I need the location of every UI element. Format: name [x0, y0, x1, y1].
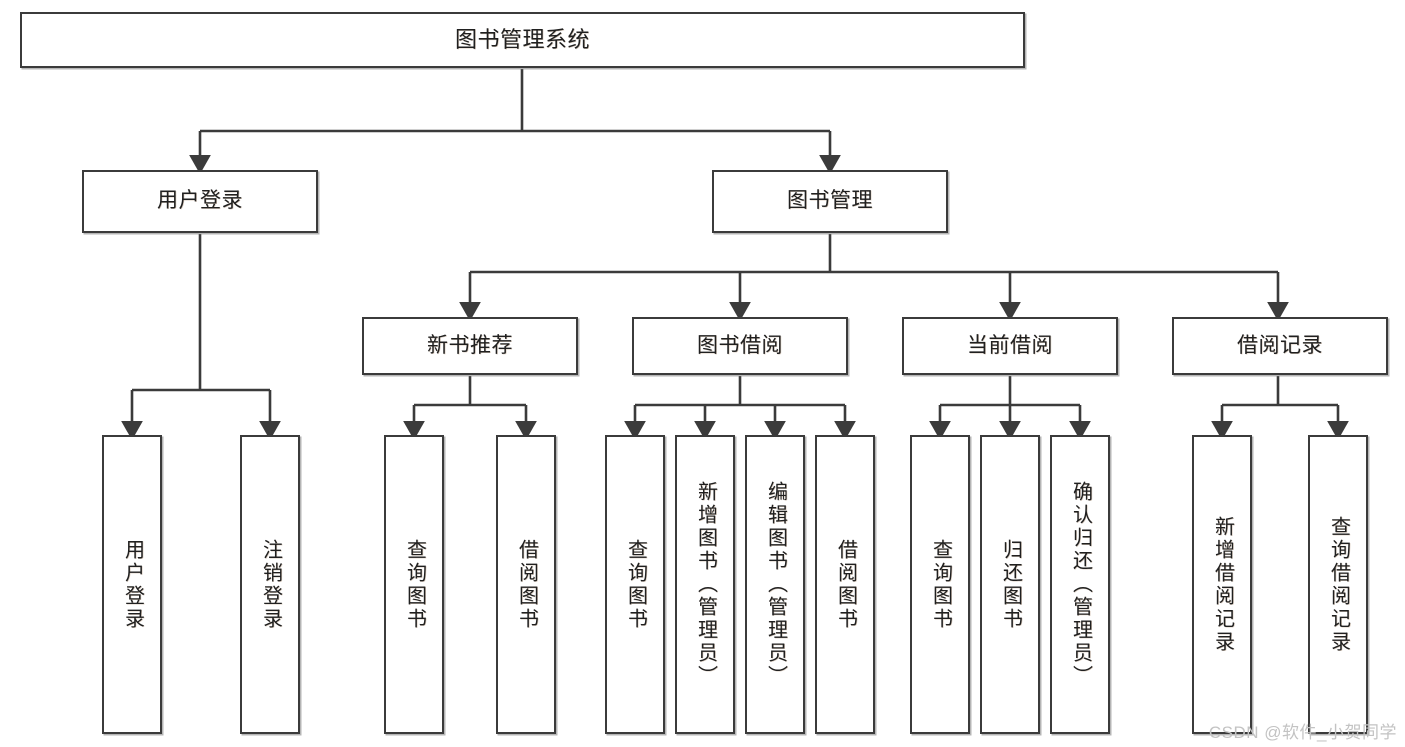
- csdn-watermark: CSDN @软件_小贺同学: [1208, 723, 1397, 742]
- node-label: 注销登录: [259, 538, 282, 631]
- node-borrow-record[interactable]: 借阅记录: [1172, 317, 1388, 375]
- leaf-query-book-current[interactable]: 查询图书: [910, 435, 970, 734]
- node-new-book-recommend[interactable]: 新书推荐: [362, 317, 578, 375]
- node-book-borrow[interactable]: 图书借阅: [632, 317, 848, 375]
- node-label: 确认归还（管理员）: [1069, 481, 1092, 688]
- leaf-logout[interactable]: 注销登录: [240, 435, 300, 734]
- node-label: 借阅记录: [1237, 333, 1323, 357]
- node-root-system[interactable]: 图书管理系统: [20, 12, 1025, 68]
- node-label: 图书管理: [787, 189, 873, 213]
- leaf-borrow-book[interactable]: 借阅图书: [815, 435, 875, 734]
- node-label: 借阅图书: [515, 538, 538, 631]
- node-label: 新增图书（管理员）: [694, 481, 717, 688]
- node-label: 新增借阅记录: [1211, 515, 1234, 654]
- node-current-borrow[interactable]: 当前借阅: [902, 317, 1118, 375]
- node-label: 借阅图书: [834, 538, 857, 631]
- leaf-query-borrow-record[interactable]: 查询借阅记录: [1308, 435, 1368, 734]
- node-label: 查询图书: [403, 538, 426, 631]
- node-book-management[interactable]: 图书管理: [712, 170, 948, 233]
- node-label: 查询图书: [929, 538, 952, 631]
- node-label: 当前借阅: [967, 333, 1053, 357]
- leaf-user-login[interactable]: 用户登录: [102, 435, 162, 734]
- leaf-query-book-recommend[interactable]: 查询图书: [384, 435, 444, 734]
- node-label: 查询图书: [624, 538, 647, 631]
- node-label: 新书推荐: [427, 333, 513, 357]
- node-label: 图书借阅: [697, 333, 783, 357]
- leaf-add-borrow-record[interactable]: 新增借阅记录: [1192, 435, 1252, 734]
- leaf-query-book-borrow[interactable]: 查询图书: [605, 435, 665, 734]
- node-label: 查询借阅记录: [1327, 515, 1350, 654]
- node-label: 用户登录: [157, 189, 243, 213]
- leaf-confirm-return-admin[interactable]: 确认归还（管理员）: [1050, 435, 1110, 734]
- node-user-login[interactable]: 用户登录: [82, 170, 318, 233]
- node-label: 归还图书: [999, 538, 1022, 631]
- node-label: 用户登录: [121, 538, 144, 631]
- leaf-edit-book-admin[interactable]: 编辑图书（管理员）: [745, 435, 805, 734]
- node-label: 图书管理系统: [454, 27, 590, 53]
- leaf-borrow-book-recommend[interactable]: 借阅图书: [496, 435, 556, 734]
- node-label: 编辑图书（管理员）: [764, 481, 787, 688]
- leaf-add-book-admin[interactable]: 新增图书（管理员）: [675, 435, 735, 734]
- leaf-return-book[interactable]: 归还图书: [980, 435, 1040, 734]
